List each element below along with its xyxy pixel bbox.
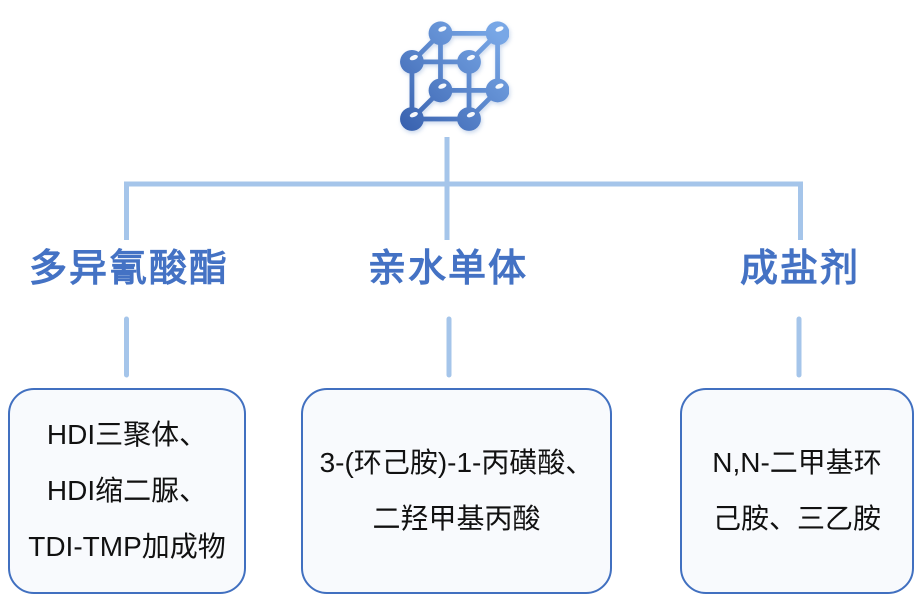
box-text-line: N,N-二甲基环 [712,447,882,478]
box-text-line: 3-(环己胺)-1-丙磺酸、 [319,447,594,478]
category-box-polyisocyanate: HDI三聚体、 HDI缩二脲、 TDI-TMP加成物 [8,388,246,594]
category-label-polyisocyanate: 多异氰酸酯 [28,248,230,290]
category-label-salt-forming-agent: 成盐剂 [739,248,861,290]
box-text-line: TDI-TMP加成物 [28,531,226,562]
lattice-cube-icon [391,20,509,138]
box-text-line: HDI缩二脲、 [46,475,208,506]
category-box-salt-forming-agent: N,N-二甲基环 己胺、三乙胺 [680,388,914,594]
box-text-line: HDI三聚体、 [46,419,208,450]
category-box-hydrophilic-monomer: 3-(环己胺)-1-丙磺酸、 二羟甲基丙酸 [301,388,612,594]
box-text-line: 二羟甲基丙酸 [372,503,541,534]
box-text-line: 己胺、三乙胺 [712,503,881,534]
category-label-hydrophilic-monomer: 亲水单体 [367,248,529,290]
